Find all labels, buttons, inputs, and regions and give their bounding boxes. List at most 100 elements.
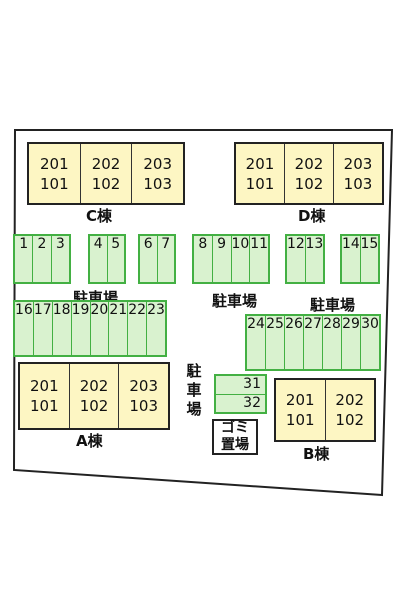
parking-space-number: 1: [19, 236, 29, 252]
parking-space-number: 28: [323, 316, 341, 332]
unit-upper-number: 201: [285, 391, 315, 409]
parking-space-number: 2: [37, 236, 47, 252]
parking-space[interactable]: 1: [15, 236, 33, 282]
parking-space[interactable]: 13: [304, 236, 324, 282]
parking-space[interactable]: 22: [127, 302, 147, 355]
unit-lower-number: 101: [245, 174, 275, 193]
parking-space[interactable]: 27: [303, 316, 322, 369]
unit-lower-number: 102: [335, 411, 365, 429]
parking-space-number: 11: [250, 236, 269, 252]
parking-lot-6-7: 6 7: [138, 234, 176, 284]
parking-space[interactable]: 17: [32, 302, 52, 355]
parking-lot-24-30: 24 25 26 27 28 29 30: [245, 314, 381, 371]
parking-space[interactable]: 18: [51, 302, 71, 355]
garbage-area[interactable]: ゴミ 置場: [212, 419, 258, 455]
parking-space-number: 21: [109, 302, 128, 318]
parking-lot-16-23: 16 17 18 19 20 21 22 23: [13, 300, 167, 357]
parking-space[interactable]: 5: [106, 236, 124, 282]
parking-space[interactable]: 12: [287, 236, 305, 282]
parking-lot-31-32: 31 32: [214, 374, 267, 414]
parking-space[interactable]: 20: [89, 302, 109, 355]
parking-space[interactable]: 21: [108, 302, 128, 355]
parking-label-vertical: 駐 車 場: [185, 362, 203, 419]
parking-space-number: 24: [247, 316, 265, 332]
parking-space-number: 13: [305, 236, 324, 252]
parking-space-number: 23: [147, 302, 165, 318]
parking-space[interactable]: 23: [146, 302, 165, 355]
parking-label-char: 車: [186, 381, 202, 399]
unit-lower-number: 101: [40, 174, 69, 193]
parking-label-char: 場: [186, 400, 202, 418]
parking-space[interactable]: 4: [90, 236, 107, 282]
unit-upper-number: 203: [343, 154, 373, 173]
garbage-label-line1: ゴミ: [221, 420, 249, 436]
parking-space-number: 5: [111, 236, 121, 252]
parking-space-number: 29: [342, 316, 360, 332]
parking-space-number: 31: [243, 376, 261, 392]
parking-space[interactable]: 15: [359, 236, 378, 282]
unit-lower-number: 101: [285, 411, 315, 429]
parking-space[interactable]: 30: [360, 316, 379, 369]
parking-space[interactable]: 10: [230, 236, 249, 282]
unit-upper-number: 202: [294, 154, 324, 173]
unit-lower-number: 103: [143, 174, 172, 193]
parking-space[interactable]: 24: [247, 316, 265, 369]
building-c-label: C棟: [86, 207, 113, 225]
unit-upper-number: 203: [129, 377, 158, 395]
building-d-label: D棟: [298, 207, 326, 225]
parking-space-number: 8: [198, 236, 208, 252]
parking-space[interactable]: 3: [50, 236, 69, 282]
parking-space[interactable]: 14: [342, 236, 360, 282]
building-a-label: A棟: [76, 432, 103, 450]
unit-lower-number: 103: [343, 174, 373, 193]
unit-lower-number: 102: [91, 174, 121, 193]
parking-space[interactable]: 28: [322, 316, 341, 369]
unit-upper-number: 202: [335, 391, 365, 409]
parking-space[interactable]: 19: [70, 302, 90, 355]
parking-space[interactable]: 26: [284, 316, 303, 369]
parking-space-number: 32: [243, 395, 261, 411]
unit-lower-number: 102: [294, 174, 324, 193]
parking-space[interactable]: 7: [156, 236, 174, 282]
parking-space-number: 4: [93, 236, 103, 252]
parking-space-number: 12: [287, 236, 305, 252]
unit-upper-number: 201: [245, 154, 275, 173]
parking-space[interactable]: 8: [194, 236, 212, 282]
parking-lot-8-11: 8 9 10 11: [192, 234, 270, 284]
unit-lower-number: 102: [79, 397, 109, 415]
parking-space[interactable]: 16: [15, 302, 33, 355]
parking-space-number: 14: [342, 236, 360, 252]
parking-space[interactable]: 31: [216, 376, 265, 394]
parking-space[interactable]: 2: [32, 236, 51, 282]
parking-label-char: 駐: [186, 362, 202, 380]
parking-space-number: 18: [52, 302, 71, 318]
unit-upper-number: 201: [30, 377, 59, 395]
parking-space[interactable]: 32: [216, 394, 265, 412]
parking-space[interactable]: 6: [140, 236, 157, 282]
parking-space-number: 16: [15, 302, 33, 318]
parking-lot-14-15: 14 15: [340, 234, 380, 284]
parking-space-number: 22: [128, 302, 147, 318]
parking-space[interactable]: 25: [265, 316, 284, 369]
parking-label: 駐車場: [310, 296, 356, 314]
parking-space[interactable]: 29: [341, 316, 360, 369]
parking-space-number: 3: [55, 236, 65, 252]
parking-space[interactable]: 11: [249, 236, 268, 282]
parking-space-number: 7: [161, 236, 171, 252]
parking-space[interactable]: 9: [211, 236, 231, 282]
